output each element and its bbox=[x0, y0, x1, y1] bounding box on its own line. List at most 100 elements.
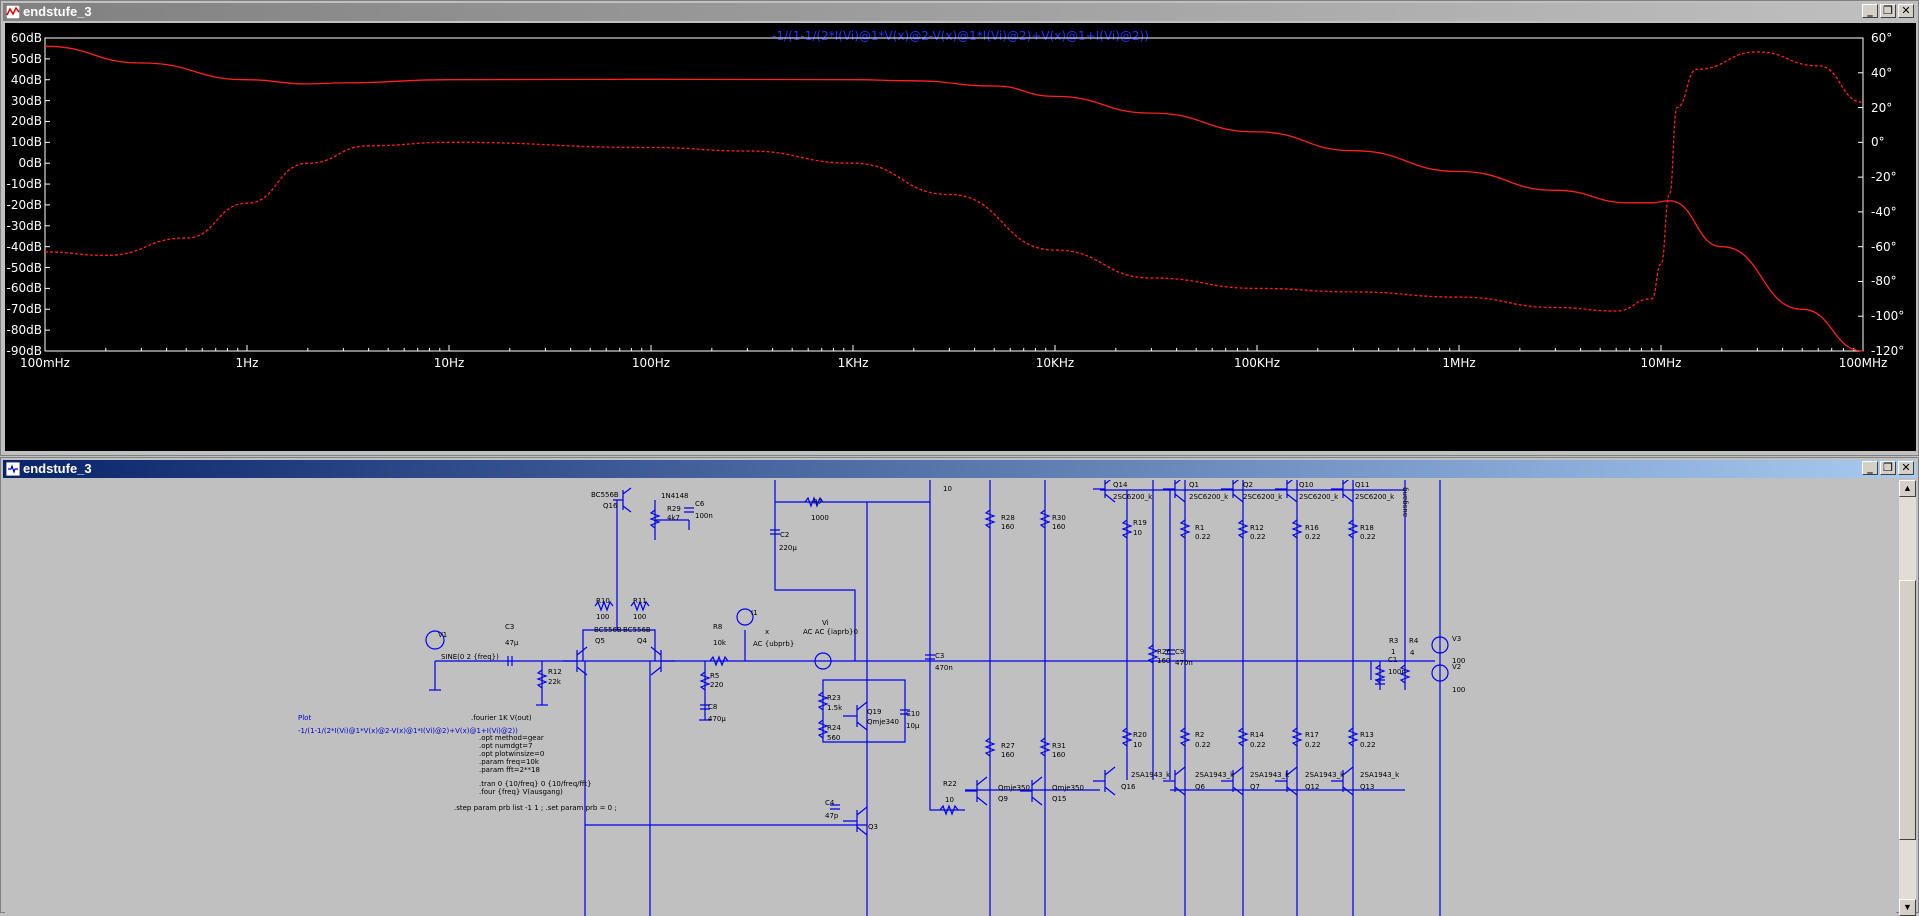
component-label: 100 bbox=[633, 613, 646, 621]
transistor-q6 bbox=[1163, 766, 1186, 796]
resistor-r30 bbox=[1039, 509, 1051, 529]
resistor-r12 bbox=[536, 669, 548, 689]
component-label: R12 bbox=[1250, 524, 1264, 532]
capacitor-c4 bbox=[830, 804, 840, 810]
spice-directive[interactable]: .step param prb list -1 1 ; .set param p… bbox=[454, 804, 617, 812]
component-label: Qmje340 bbox=[867, 718, 899, 726]
plot-window-title: endstufe_3 bbox=[23, 4, 92, 19]
schematic-window: endstufe_3 _ ❐ ✕ bbox=[0, 457, 1919, 916]
component-label: Qmje350 bbox=[998, 784, 1030, 792]
y-tick-label-deg: 40° bbox=[1871, 65, 1893, 80]
spice-directive[interactable]: .param fft=2**18 bbox=[479, 766, 540, 774]
schematic-window-titlebar[interactable]: endstufe_3 _ ❐ ✕ bbox=[3, 460, 1916, 478]
voltage-source-vi bbox=[814, 652, 832, 670]
scroll-thumb[interactable] bbox=[1899, 580, 1916, 840]
transistor-q19 bbox=[843, 701, 868, 731]
plot-frame bbox=[44, 37, 1864, 352]
component-label: 4k7 bbox=[667, 514, 680, 522]
y-tick-label-db: 10dB bbox=[10, 135, 42, 150]
plot-window: endstufe_3 _ ❐ ✕ -1/(1-1/(2*I(Vi)@1*V(x)… bbox=[0, 0, 1919, 456]
component-label: R7 bbox=[813, 498, 822, 506]
restore-button[interactable]: ❐ bbox=[1880, 4, 1896, 18]
capacitor-c3 bbox=[507, 656, 513, 666]
phase-trace[interactable] bbox=[44, 51, 1864, 312]
component-label: R23 bbox=[827, 694, 841, 702]
schematic-window-title: endstufe_3 bbox=[23, 461, 92, 476]
x-tick-label: 1MHz bbox=[1442, 356, 1476, 370]
component-label: C2 bbox=[780, 531, 789, 539]
plot-area[interactable]: -1/(1-1/(2*I(Vi)@1*V(x)@2-V(x)@1*I(Vi)@2… bbox=[5, 23, 1916, 451]
component-label: Q16 bbox=[603, 502, 618, 510]
transistor-q15 bbox=[1020, 776, 1043, 806]
component-label: R22 bbox=[943, 780, 957, 788]
minimize-button[interactable]: _ bbox=[1862, 4, 1878, 18]
y-tick-label-db: 40dB bbox=[10, 72, 42, 87]
resistor-r7 bbox=[804, 496, 824, 508]
scroll-up-button[interactable]: ▲ bbox=[1899, 480, 1916, 497]
component-label: Vi bbox=[822, 619, 829, 627]
schematic-drawing[interactable]: BC556BQ161N4148R294k7C6100nR7100010C2220… bbox=[5, 480, 1896, 916]
component-label: R18 bbox=[1360, 524, 1374, 532]
component-label: 0.22 bbox=[1250, 741, 1266, 749]
spice-directive[interactable]: .four {freq} V(ausgang) bbox=[479, 788, 563, 796]
transistor-q11 bbox=[1331, 480, 1354, 503]
spice-directive[interactable]: .param freq=10k bbox=[479, 758, 540, 766]
close-button[interactable]: ✕ bbox=[1898, 4, 1914, 18]
component-label: 22k bbox=[548, 678, 562, 686]
components[interactable] bbox=[425, 480, 1449, 836]
component-label: 1.5k bbox=[827, 704, 843, 712]
scroll-down-button[interactable]: ▼ bbox=[1899, 899, 1916, 916]
spice-directives[interactable]: Plot -1/(1-1/(2*I(Vi)@1*V(x)@2-V(x)@1*I(V… bbox=[298, 714, 617, 812]
spice-directive[interactable]: .opt numdgt=7 bbox=[479, 742, 533, 750]
component-label: R27 bbox=[1001, 742, 1015, 750]
y-tick-label-db: -20dB bbox=[6, 197, 42, 212]
spice-directive[interactable]: -1/(1-1/(2*I(Vi)@1*V(x)@2-V(x)@1*I(Vi)@2… bbox=[298, 727, 518, 735]
plot-trace-expression[interactable]: -1/(1-1/(2*I(Vi)@1*V(x)@2-V(x)@1*I(Vi)@2… bbox=[772, 29, 1149, 43]
component-label: 2SC6200_k bbox=[1355, 493, 1395, 501]
resistor-r4 bbox=[1399, 664, 1411, 684]
component-label: Q15 bbox=[1052, 795, 1066, 803]
transistor-q12 bbox=[1275, 766, 1298, 796]
component-label: I1 bbox=[751, 609, 758, 617]
y-tick-label-db: -40dB bbox=[6, 239, 42, 254]
component-label: R11 bbox=[633, 597, 647, 605]
spice-directive[interactable]: .opt plotwinsize=0 bbox=[479, 750, 544, 758]
component-label: 10k bbox=[713, 639, 727, 647]
transistor-q7 bbox=[1221, 766, 1244, 796]
minimize-button[interactable]: _ bbox=[1862, 461, 1878, 475]
spice-directive[interactable]: .fourier 1K V(out) bbox=[471, 714, 532, 722]
spice-directive[interactable]: .tran 0 {10/freq} 0 {10/freq/fft} bbox=[479, 780, 592, 788]
component-label: 470n bbox=[1175, 659, 1193, 667]
component-label: SINE(0 2 {freq}) bbox=[441, 653, 499, 661]
component-label: R17 bbox=[1305, 731, 1319, 739]
vertical-scrollbar[interactable]: ▲ ▼ bbox=[1899, 480, 1916, 916]
component-label: 2SA1943_k bbox=[1250, 771, 1290, 779]
y-tick-label-deg: -100° bbox=[1871, 309, 1905, 324]
component-label: 2SC6200_k bbox=[1299, 493, 1339, 501]
plot-window-titlebar[interactable]: endstufe_3 _ ❐ ✕ bbox=[3, 3, 1916, 21]
component-label: 10 bbox=[1133, 741, 1142, 749]
component-label: R31 bbox=[1052, 742, 1066, 750]
spice-directive[interactable]: .opt method=gear bbox=[479, 734, 544, 742]
component-label: R20 bbox=[1133, 731, 1147, 739]
resistor-r5 bbox=[699, 671, 711, 691]
component-label: 160 bbox=[1001, 523, 1014, 531]
spice-directive[interactable]: Plot bbox=[298, 714, 311, 722]
y-tick-label-db: -90dB bbox=[6, 344, 42, 358]
restore-button[interactable]: ❐ bbox=[1880, 461, 1896, 475]
resistor-r13 bbox=[1347, 727, 1359, 747]
transistor-q9 bbox=[965, 776, 988, 806]
magnitude-trace[interactable] bbox=[44, 45, 1864, 352]
transistor-q3 bbox=[843, 806, 868, 836]
resistor-r20 bbox=[1121, 727, 1133, 747]
resistor-r10 bbox=[594, 600, 614, 612]
resistor-r14 bbox=[1237, 727, 1249, 747]
close-button[interactable]: ✕ bbox=[1898, 461, 1914, 475]
component-label: 2SA1943_k bbox=[1195, 771, 1235, 779]
resistor-r26 bbox=[1147, 644, 1159, 664]
component-label: BC556B bbox=[591, 491, 619, 499]
component-label: 160 bbox=[1052, 751, 1065, 759]
capacitor-c8 bbox=[700, 704, 710, 710]
component-label: R12 bbox=[548, 668, 562, 676]
